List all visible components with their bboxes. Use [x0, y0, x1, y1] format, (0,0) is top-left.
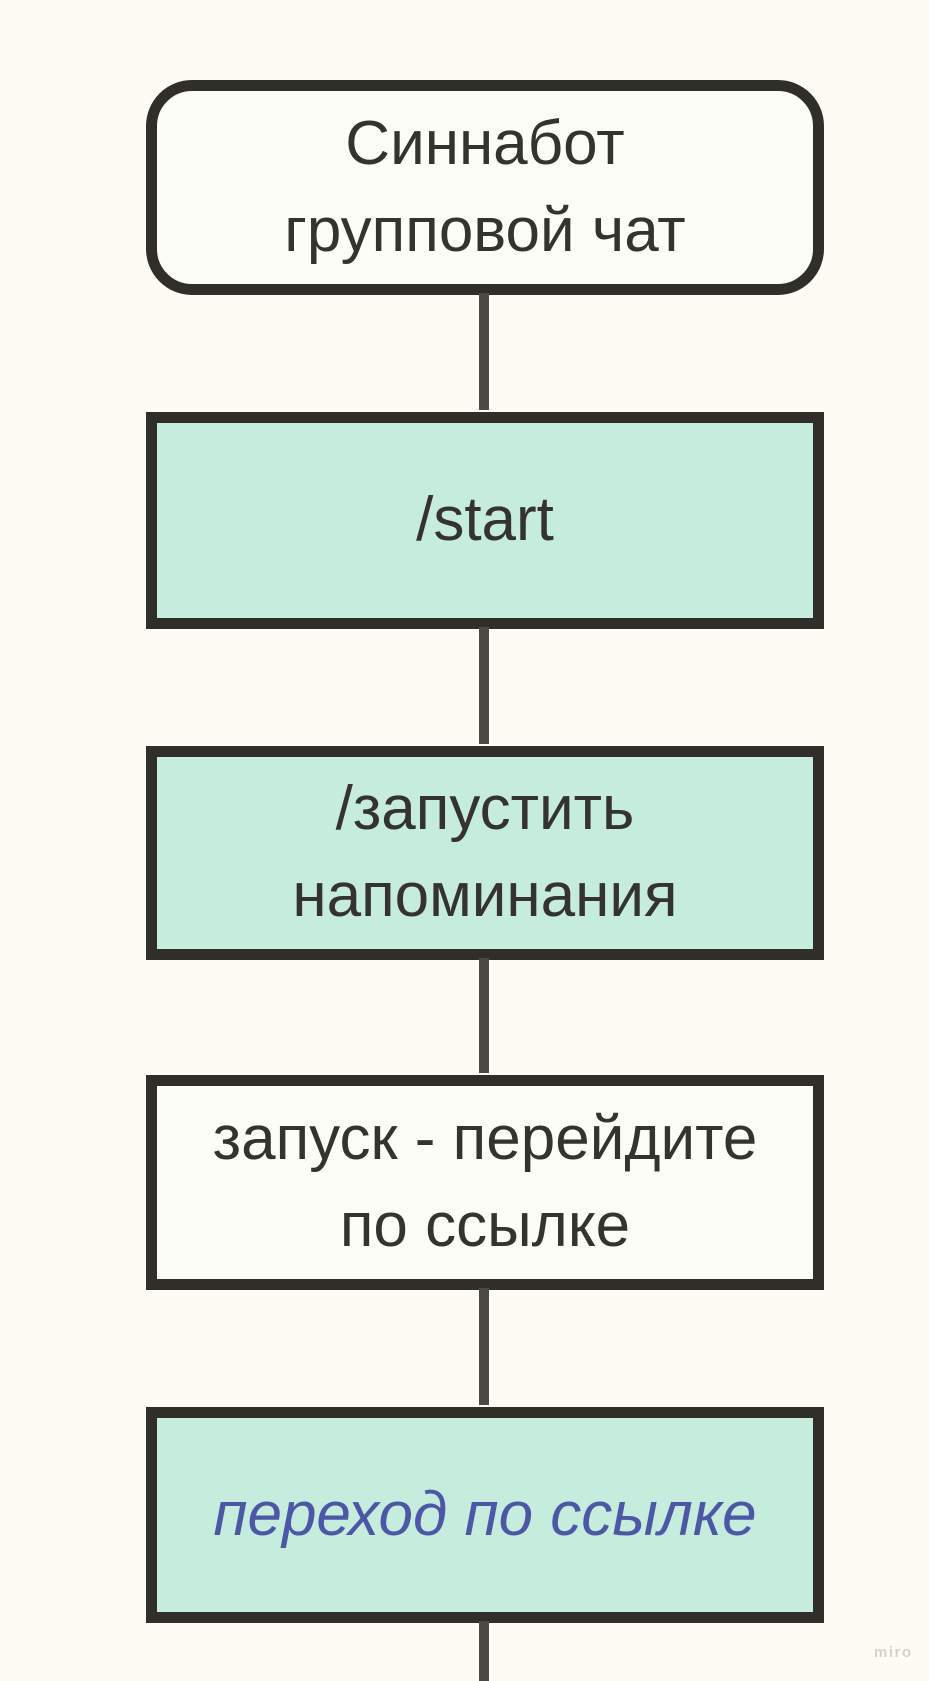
flow-node-link-transition[interactable]: переход по ссылке: [146, 1407, 824, 1623]
connector-line-4: [479, 1288, 489, 1405]
flow-node-start-command[interactable]: /start: [146, 412, 824, 629]
connector-line-2: [479, 627, 489, 744]
flow-node-launch-follow-link[interactable]: запуск - перейдите по ссылке: [146, 1075, 824, 1290]
miro-watermark: miro: [874, 1644, 913, 1661]
flow-node-sinnabot-group-chat[interactable]: Синнабот групповой чат: [146, 80, 824, 295]
connector-line-3: [479, 958, 489, 1073]
flow-node-launch-reminders-command[interactable]: /запустить напоминания: [146, 746, 824, 960]
connector-line-5: [479, 1621, 489, 1681]
connector-line-1: [479, 293, 489, 410]
